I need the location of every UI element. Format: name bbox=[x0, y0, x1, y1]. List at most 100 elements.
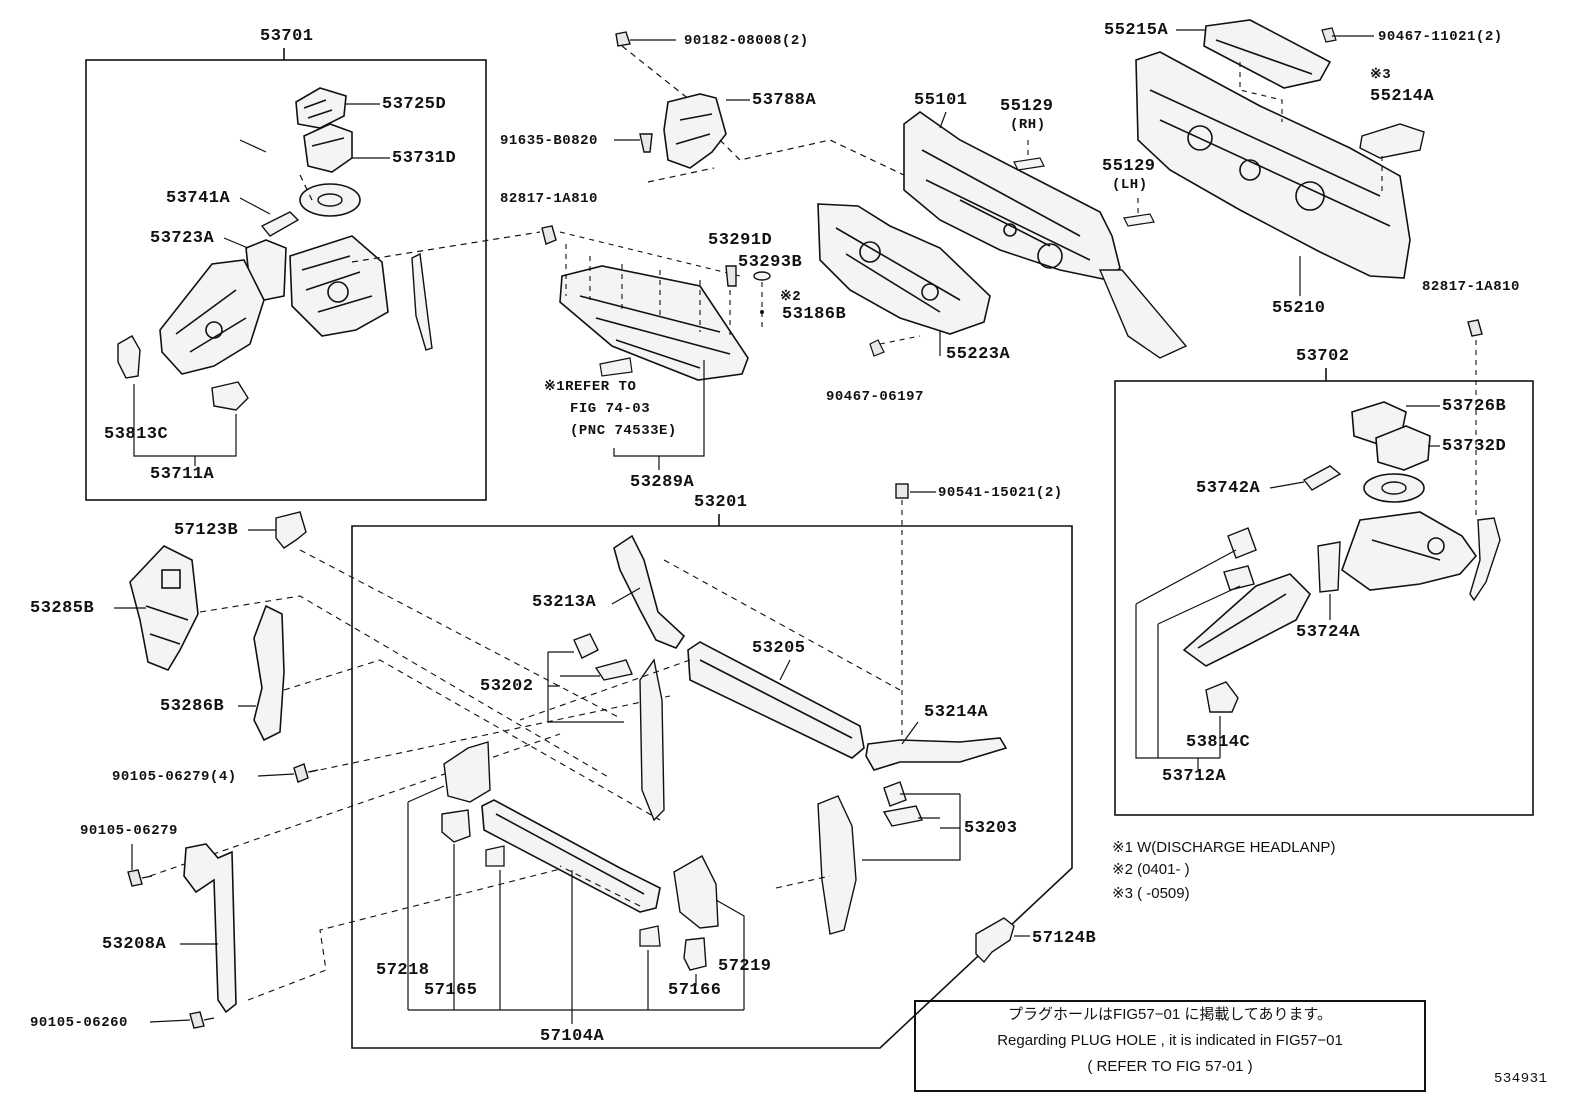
part-shape-90541 bbox=[895, 483, 909, 499]
part-label-90105-06260[interactable]: 90105-06260 bbox=[30, 1015, 128, 1031]
footnote-mark-2: ※2 bbox=[780, 289, 802, 305]
part-shape-upright-right bbox=[817, 795, 857, 935]
part-label-53726B[interactable]: 53726B bbox=[1442, 397, 1507, 416]
part-label-57218[interactable]: 57218 bbox=[376, 961, 430, 980]
part-label-53291D[interactable]: 53291D bbox=[708, 231, 773, 250]
part-label-57166[interactable]: 57166 bbox=[668, 981, 722, 1000]
part-label-53712A[interactable]: 53712A bbox=[1162, 767, 1227, 786]
part-shape-53788A bbox=[663, 93, 727, 169]
part-shape-53724A bbox=[1317, 541, 1341, 593]
plug-note-en: Regarding PLUG HOLE , it is indicated in… bbox=[997, 1032, 1343, 1049]
part-label-53208A[interactable]: 53208A bbox=[102, 935, 167, 954]
part-label-53286B[interactable]: 53286B bbox=[160, 697, 225, 716]
part-label-90467-06197[interactable]: 90467-06197 bbox=[826, 389, 924, 405]
group-label-53702: 53702 bbox=[1296, 347, 1350, 366]
plug-hole-note: プラグホールはFIG57−01 に掲載してあります。 Regarding PLU… bbox=[914, 1000, 1426, 1092]
part-label-53723A[interactable]: 53723A bbox=[150, 229, 215, 248]
footnote-3: ※3 ( -0509) bbox=[1112, 885, 1190, 902]
part-label-55129-rh[interactable]: 55129 bbox=[1000, 97, 1054, 116]
part-shape-57219 bbox=[673, 855, 719, 929]
part-label-90541[interactable]: 90541-15021(2) bbox=[938, 485, 1063, 501]
part-label-57165[interactable]: 57165 bbox=[424, 981, 478, 1000]
part-label-53213A[interactable]: 53213A bbox=[532, 593, 597, 612]
part-label-55210[interactable]: 55210 bbox=[1272, 299, 1326, 318]
part-shape-bracket-53711A bbox=[211, 381, 249, 411]
part-shape-55215A bbox=[1203, 19, 1332, 89]
part-label-55215A[interactable]: 55215A bbox=[1104, 21, 1169, 40]
part-label-53214A[interactable]: 53214A bbox=[924, 703, 989, 722]
part-shape-55210 bbox=[1135, 51, 1411, 279]
part-shape-90467-06197 bbox=[869, 339, 885, 357]
part-label-53711A[interactable]: 53711A bbox=[150, 465, 215, 484]
footnote-mark-3: ※3 bbox=[1370, 67, 1392, 83]
part-label-53202[interactable]: 53202 bbox=[480, 677, 534, 696]
part-label-90105-06279[interactable]: 90105-06279 bbox=[80, 823, 178, 839]
part-label-53813C[interactable]: 53813C bbox=[104, 425, 169, 444]
part-shape-90105-06260 bbox=[189, 1011, 215, 1029]
part-shape-insulator-lower bbox=[1098, 269, 1188, 359]
part-label-90105-06279-4[interactable]: 90105-06279(4) bbox=[112, 769, 237, 785]
part-label-53203[interactable]: 53203 bbox=[964, 819, 1018, 838]
part-label-57123B[interactable]: 57123B bbox=[174, 521, 239, 540]
part-shape-55101 bbox=[903, 111, 1121, 281]
part-shape-55129-rh bbox=[1013, 157, 1045, 171]
part-shape-90182 bbox=[615, 31, 631, 47]
part-shape-53813C bbox=[117, 335, 141, 379]
group-label-53201: 53201 bbox=[694, 493, 748, 512]
plug-note-ref: ( REFER TO FIG 57-01 ) bbox=[1087, 1058, 1253, 1075]
part-label-53742A[interactable]: 53742A bbox=[1196, 479, 1261, 498]
part-label-53293B[interactable]: 53293B bbox=[738, 253, 803, 272]
part-label-53732D[interactable]: 53732D bbox=[1442, 437, 1507, 456]
part-shape-90105-06279-4 bbox=[293, 763, 319, 783]
part-label-57219[interactable]: 57219 bbox=[718, 957, 772, 976]
qualifier-lh: (LH) bbox=[1112, 177, 1148, 193]
part-shape-57124B bbox=[975, 917, 1015, 964]
part-shape-53725D bbox=[295, 87, 347, 129]
footnote-2: ※2 (0401- ) bbox=[1112, 861, 1190, 878]
part-shape-53731D bbox=[303, 123, 353, 173]
part-label-53285B[interactable]: 53285B bbox=[30, 599, 95, 618]
part-shape-57123B bbox=[275, 511, 307, 549]
part-shape-53286B bbox=[253, 604, 285, 742]
part-label-53289A[interactable]: 53289A bbox=[630, 473, 695, 492]
part-label-55101[interactable]: 55101 bbox=[914, 91, 968, 110]
part-label-53724A[interactable]: 53724A bbox=[1296, 623, 1361, 642]
part-label-53725D[interactable]: 53725D bbox=[382, 95, 447, 114]
part-label-55129-lh[interactable]: 55129 bbox=[1102, 157, 1156, 176]
part-label-53814C[interactable]: 53814C bbox=[1186, 733, 1251, 752]
group-box-53702 bbox=[1114, 380, 1534, 816]
part-shape-53741A bbox=[260, 211, 300, 237]
part-shape-57165 bbox=[441, 809, 471, 843]
part-label-53731D[interactable]: 53731D bbox=[392, 149, 457, 168]
part-label-53205[interactable]: 53205 bbox=[752, 639, 806, 658]
part-label-53741A[interactable]: 53741A bbox=[166, 189, 231, 208]
part-shape-53203-pieces bbox=[882, 781, 923, 827]
qualifier-rh: (RH) bbox=[1010, 117, 1046, 133]
part-label-53186B[interactable]: 53186B bbox=[782, 305, 847, 324]
part-label-91635[interactable]: 91635-B0820 bbox=[500, 133, 598, 149]
part-shape-53293B bbox=[753, 271, 771, 281]
refer-note-line2: FIG 74-03 bbox=[570, 401, 651, 417]
part-shape-apron-53701 bbox=[289, 235, 389, 337]
part-label-90467-11021[interactable]: 90467-11021(2) bbox=[1378, 29, 1503, 45]
part-shape-53742A bbox=[1302, 465, 1342, 491]
part-shape-53711A bbox=[159, 259, 265, 375]
part-shape-53285B bbox=[129, 545, 199, 671]
part-label-53788A[interactable]: 53788A bbox=[752, 91, 817, 110]
group-box-53701 bbox=[85, 59, 487, 501]
part-label-55214A[interactable]: 55214A bbox=[1370, 87, 1435, 106]
part-shape-53202-pieces bbox=[573, 633, 633, 681]
part-label-82817-left[interactable]: 82817-1A810 bbox=[500, 191, 598, 207]
plug-note-jp: プラグホールはFIG57−01 に掲載してあります。 bbox=[1008, 1006, 1332, 1023]
part-label-82817-right[interactable]: 82817-1A810 bbox=[1422, 279, 1520, 295]
part-shape-91635 bbox=[639, 133, 653, 153]
part-shape-57166 bbox=[683, 937, 707, 971]
part-shape-upright-left bbox=[639, 658, 665, 822]
part-label-55223A[interactable]: 55223A bbox=[946, 345, 1011, 364]
part-shape-57218 bbox=[443, 741, 491, 803]
part-shape-strut-53701 bbox=[411, 252, 433, 351]
part-label-90182[interactable]: 90182-08008(2) bbox=[684, 33, 809, 49]
part-label-57104A[interactable]: 57104A bbox=[540, 1027, 605, 1046]
part-label-57124B[interactable]: 57124B bbox=[1032, 929, 1097, 948]
